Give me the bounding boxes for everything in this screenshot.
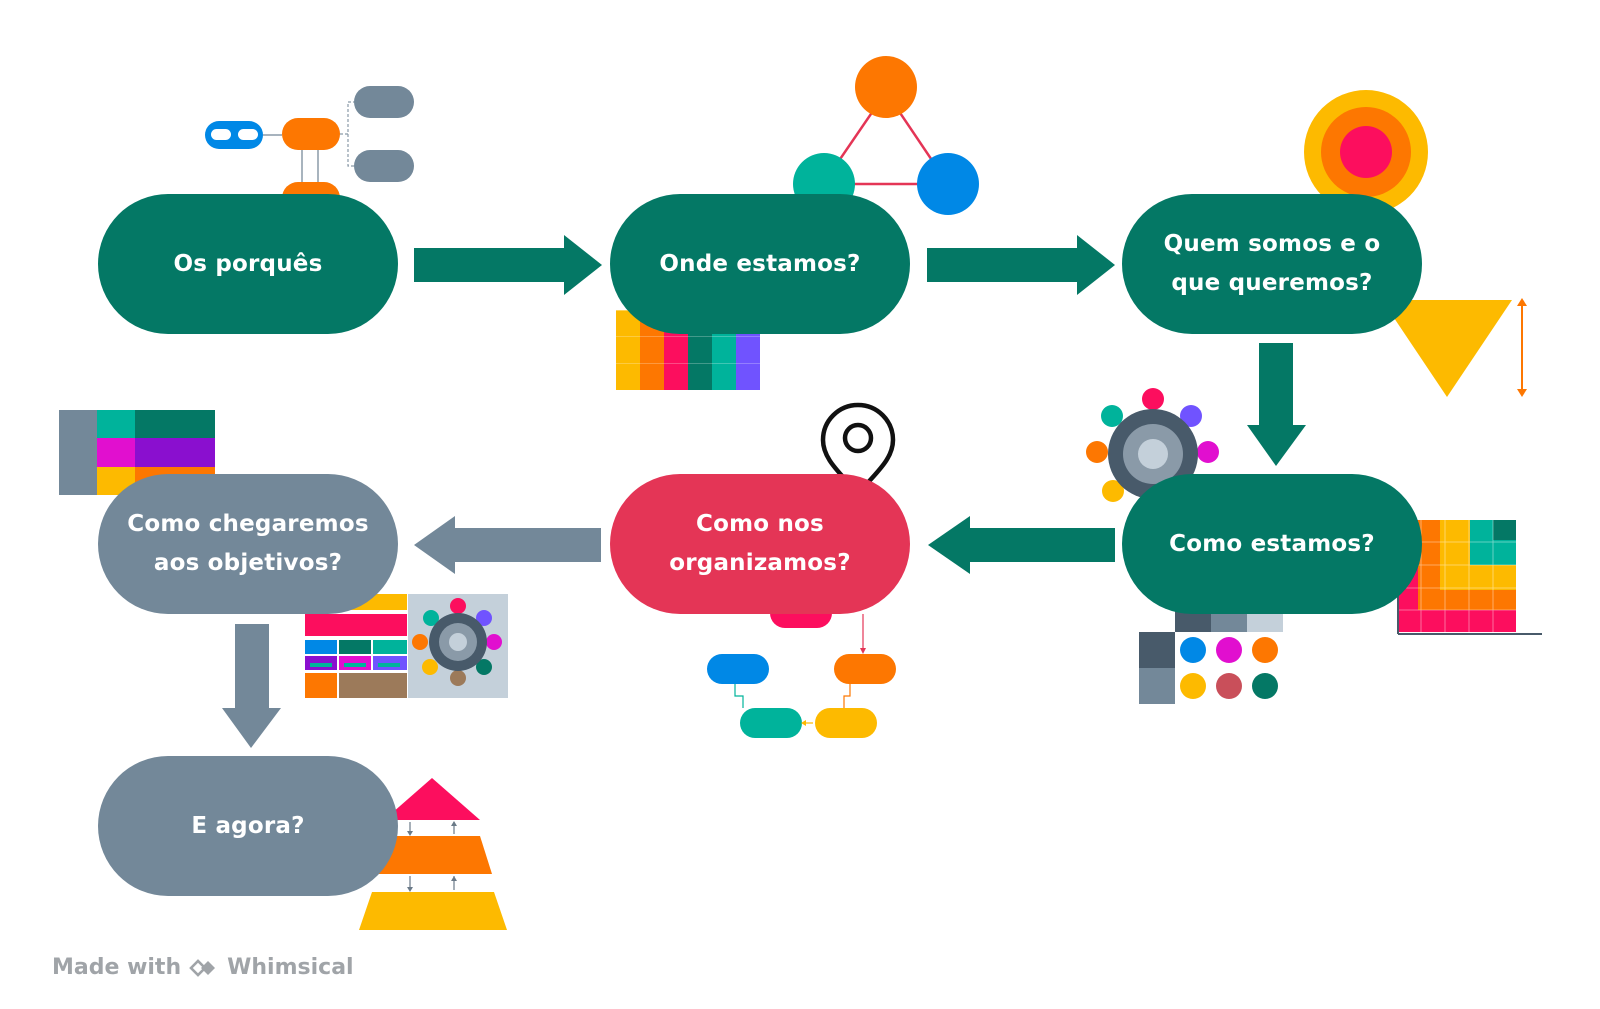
- funnel-triangle-icon: [1382, 298, 1527, 397]
- footer-brand: Whimsical: [227, 955, 354, 980]
- arrow-n4-n5: [928, 516, 1115, 574]
- node-como-nos-organizamos[interactable]: Como nos organizamos?: [610, 474, 910, 614]
- target-icon: [1304, 90, 1428, 214]
- node-label: Como nos organizamos?: [669, 511, 851, 576]
- location-pin-icon: [820, 402, 896, 500]
- node-label: Quem somos e o que queremos?: [1163, 231, 1381, 296]
- arrow-n3-n4: [1247, 343, 1306, 466]
- node-e-agora[interactable]: E agora?: [98, 756, 398, 896]
- mindmap-icon: [205, 86, 414, 214]
- node-label: Como estamos?: [1169, 530, 1375, 557]
- node-os-porques[interactable]: Os porquês: [98, 194, 398, 334]
- node-onde-estamos[interactable]: Onde estamos?: [610, 194, 910, 334]
- heatmap-chart-icon: [1397, 520, 1542, 635]
- node-label: Onde estamos?: [659, 250, 861, 277]
- node-quem-somos[interactable]: Quem somos e o que queremos?: [1122, 194, 1422, 334]
- flow-pills-icon: [707, 598, 896, 738]
- node-como-chegaremos[interactable]: Como chegaremos aos objetivos?: [98, 474, 398, 614]
- arrow-n1-n2: [414, 235, 602, 295]
- node-label: E agora?: [191, 812, 305, 839]
- node-como-estamos[interactable]: Como estamos?: [1122, 474, 1422, 614]
- arrow-n2-n3: [927, 235, 1115, 295]
- pyramid-icon: [359, 778, 507, 930]
- network-triangle-icon: [793, 56, 979, 215]
- footer-made-with: Made with: [52, 955, 182, 980]
- whimsical-logo-icon: [189, 958, 216, 977]
- dashboard-icon: [305, 594, 508, 698]
- node-label: Como chegaremos aos objetivos?: [127, 511, 369, 576]
- arrow-n6-n7: [222, 624, 281, 748]
- footer[interactable]: Made with Whimsical: [52, 955, 354, 980]
- node-label: Os porquês: [173, 250, 323, 277]
- arrow-n5-n6: [414, 516, 601, 574]
